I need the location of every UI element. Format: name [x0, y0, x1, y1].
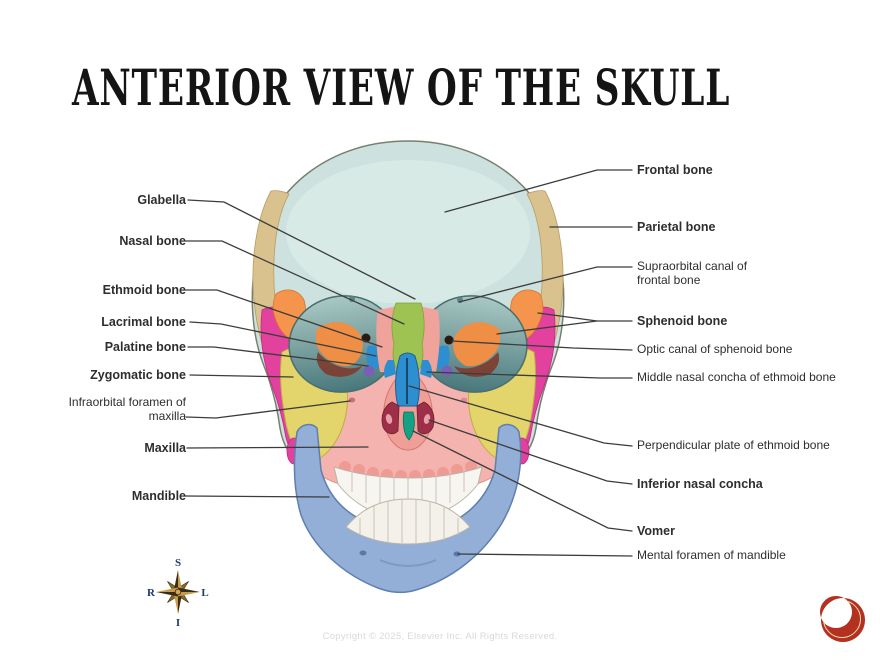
sphenoid-in-orbit-left [316, 322, 363, 367]
line-zygomatic-bone [189, 374, 294, 378]
line-mandible [184, 495, 330, 498]
compass-rose-icon: S I R L [147, 557, 209, 629]
compass-left-letter: L [201, 587, 208, 599]
label-optic-canal: Optic canal of sphenoid bone [637, 342, 793, 357]
palatine-bone-right [441, 365, 453, 377]
line-middle-nasal-concha [426, 371, 633, 379]
line-infraorbital-foramen [185, 400, 351, 419]
orbit-shadow-left [316, 352, 362, 377]
mandible-region [293, 423, 522, 594]
copyright-notice: Copyright © 2025, Elsevier Inc. All Righ… [322, 631, 558, 642]
line-perpendicular-plate [408, 385, 633, 447]
label-mental-foramen: Mental foramen of mandible [637, 548, 786, 563]
label-infraorbital-foramen: Infraorbital foramen of maxilla [68, 395, 186, 423]
compass-inferior-letter: I [176, 617, 180, 629]
line-maxilla [186, 446, 369, 449]
orbit-left [288, 295, 398, 393]
label-maxilla: Maxilla [144, 440, 186, 455]
line-glabella [187, 199, 416, 300]
mental-foramen-right [453, 551, 461, 557]
leader-lines [184, 169, 633, 557]
compass-superior-letter: S [175, 557, 181, 569]
line-nasal-bone [185, 240, 405, 325]
forehead-highlight [286, 160, 530, 304]
label-inferior-nasal-concha: Inferior nasal concha [637, 476, 763, 491]
label-zygomatic-bone: Zygomatic bone [90, 367, 186, 382]
mental-foramen-left [359, 550, 367, 556]
orbit-shadow-right [454, 352, 500, 377]
line-inferior-nasal-concha [428, 419, 633, 485]
lower-teeth [345, 498, 471, 545]
label-middle-nasal-concha: Middle nasal concha of ethmoid bone [637, 370, 836, 385]
concha-highlight-left [385, 414, 393, 424]
label-mandible: Mandible [131, 488, 186, 503]
label-glabella: Glabella [137, 192, 186, 207]
line-frontal-bone [444, 169, 633, 213]
line-ethmoid-bone [185, 289, 383, 348]
line-sphenoid-bone-b [496, 320, 598, 335]
line-mental-foramen [457, 553, 633, 557]
label-ethmoid-bone: Ethmoid bone [102, 282, 186, 297]
line-supraorbital-canal [458, 266, 633, 303]
optic-canal-right [444, 335, 454, 345]
line-lacrimal-bone [189, 321, 377, 357]
line-optic-canal [451, 340, 633, 351]
middle-nasal-concha-right [420, 360, 432, 378]
label-nasal-bone: Nasal bone [119, 233, 186, 248]
infraorbital-foramen-dot [348, 397, 356, 403]
middle-nasal-concha-left [384, 360, 396, 378]
nasal-cavity [381, 352, 435, 451]
chin-crease [379, 559, 437, 567]
page-title: ANTERIOR VIEW OF THE SKULL [72, 60, 731, 118]
line-vomer [412, 430, 633, 532]
label-supraorbital-canal: Supraorbital canal of frontal bone [637, 259, 748, 287]
sphenoid-in-orbit-right [453, 322, 500, 367]
vomer-shape [402, 411, 415, 441]
label-parietal-bone: Parietal bone [637, 219, 716, 234]
compass-right-letter: R [147, 587, 156, 599]
palatine-bone-shape [363, 365, 375, 377]
label-perpendicular-plate: Perpendicular plate of ethmoid bone [637, 438, 830, 453]
label-frontal-bone: Frontal bone [637, 162, 713, 177]
skull-art [251, 140, 565, 594]
label-palatine-bone: Palatine bone [104, 339, 186, 354]
concha-highlight-right [423, 414, 431, 424]
line-palatine-bone [187, 346, 369, 367]
label-vomer: Vomer [637, 523, 675, 538]
label-sphenoid-bone: Sphenoid bone [637, 313, 728, 328]
label-lacrimal-bone: Lacrimal bone [101, 314, 186, 329]
